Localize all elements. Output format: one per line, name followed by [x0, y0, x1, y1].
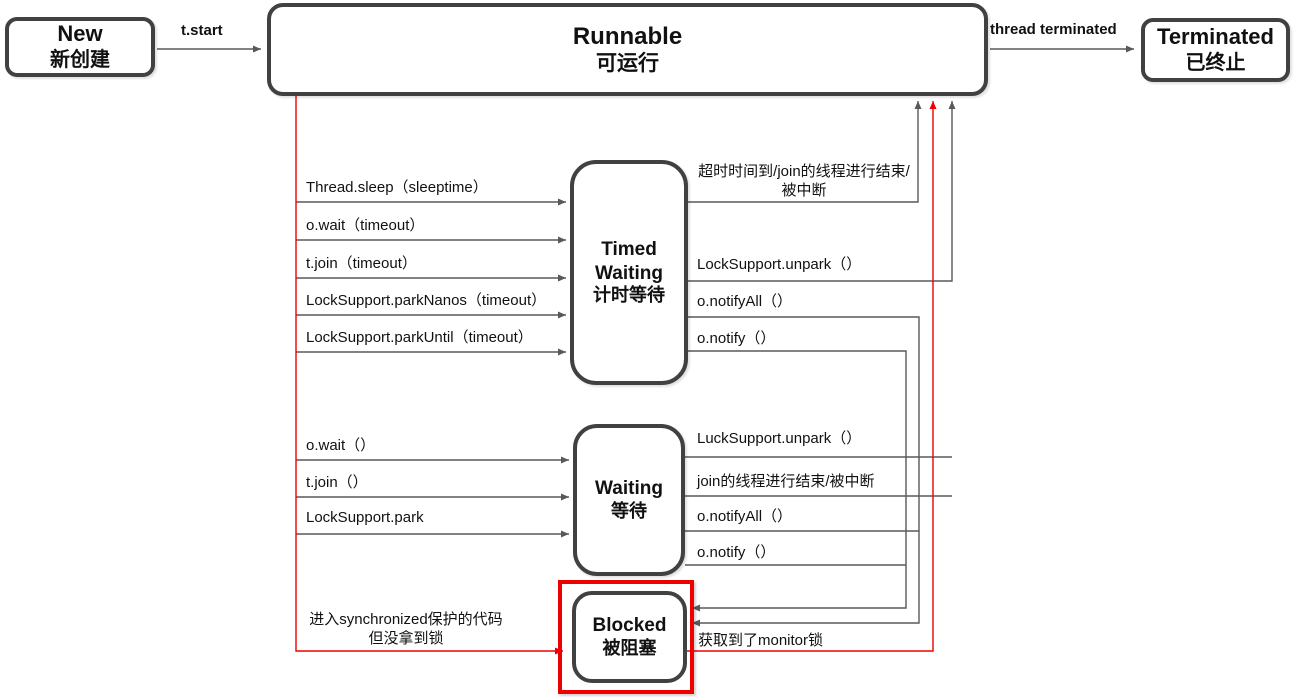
edge-label-parkuntil: LockSupport.parkUntil（timeout）	[306, 329, 533, 346]
node-blocked-title: Blocked	[592, 615, 667, 637]
node-runnable: Runnable 可运行	[267, 3, 988, 96]
node-terminated: Terminated 已终止	[1141, 18, 1290, 82]
node-new-title: New	[57, 21, 103, 47]
edge-label-t-start: t.start	[181, 22, 223, 39]
edge-label-waiting-notifyall: o.notifyAll（）	[697, 508, 793, 525]
edge-notifyall-to-blocked	[688, 316, 920, 627]
node-timed-waiting-subtitle: 计时等待	[593, 284, 665, 305]
node-blocked-subtitle: 被阻塞	[602, 637, 657, 658]
edge-label-timeout-return-line1: 超时时间到/join的线程进行结束/	[698, 163, 910, 180]
edge-label-timed-unpark: LockSupport.unpark（）	[697, 256, 862, 273]
edge-label-owait-timeout: o.wait（timeout）	[306, 217, 425, 234]
node-new-subtitle: 新创建	[50, 49, 110, 72]
edge-label-enter-synchronized-line2: 但没拿到锁	[368, 630, 444, 647]
blocked-highlight-box	[558, 580, 694, 694]
edge-blocked-to-runnable	[687, 101, 937, 652]
node-blocked: Blocked 被阻塞	[572, 591, 687, 683]
edge-label-timeout-return-line2: 被中断	[781, 182, 827, 199]
edge-timeout-return	[688, 101, 922, 203]
edge-label-tjoin-timeout: t.join（timeout）	[306, 255, 417, 272]
edge-label-got-monitor-lock: 获取到了monitor锁	[698, 632, 824, 649]
node-timed-waiting-title: Timed Waiting	[595, 239, 663, 284]
edge-label-waiting-unpark: LuckSupport.unpark（）	[697, 430, 862, 447]
edge-label-waiting-notify: o.notify（）	[697, 544, 776, 561]
edge-label-lockpark: LockSupport.park	[306, 509, 424, 526]
node-waiting-title: Waiting	[595, 478, 663, 500]
edge-unpark-return	[688, 101, 956, 282]
edge-label-enter-synchronized-line1: 进入synchronized保护的代码	[309, 611, 503, 628]
node-runnable-subtitle: 可运行	[596, 52, 659, 76]
node-timed-waiting: Timed Waiting 计时等待	[570, 160, 688, 385]
edge-label-thread-sleep: Thread.sleep（sleeptime）	[306, 179, 488, 196]
edge-label-timed-notify: o.notify（）	[697, 330, 776, 347]
node-runnable-title: Runnable	[572, 23, 683, 51]
edge-label-timeout-return: 超时时间到/join的线程进行结束/ 被中断	[688, 162, 920, 200]
node-terminated-title: Terminated	[1157, 24, 1274, 50]
edge-label-parknanos: LockSupport.parkNanos（timeout）	[306, 292, 547, 309]
edge-label-waiting-joinend: join的线程进行结束/被中断	[697, 473, 875, 490]
edge-label-thread-terminated: thread terminated	[990, 21, 1117, 38]
edge-notify-to-blocked	[688, 350, 907, 612]
node-terminated-subtitle: 已终止	[1185, 52, 1246, 75]
edge-label-enter-synchronized: 进入synchronized保护的代码 但没拿到锁	[298, 610, 514, 648]
edge-label-timed-notifyall: o.notifyAll（）	[697, 293, 793, 310]
edge-label-tjoin: t.join（）	[306, 474, 368, 491]
node-waiting: Waiting 等待	[573, 424, 685, 576]
edge-label-owait: o.wait（）	[306, 437, 376, 454]
node-waiting-subtitle: 等待	[611, 500, 647, 521]
node-new: New 新创建	[5, 17, 155, 77]
edge-runnable-to-blocked	[295, 95, 563, 655]
